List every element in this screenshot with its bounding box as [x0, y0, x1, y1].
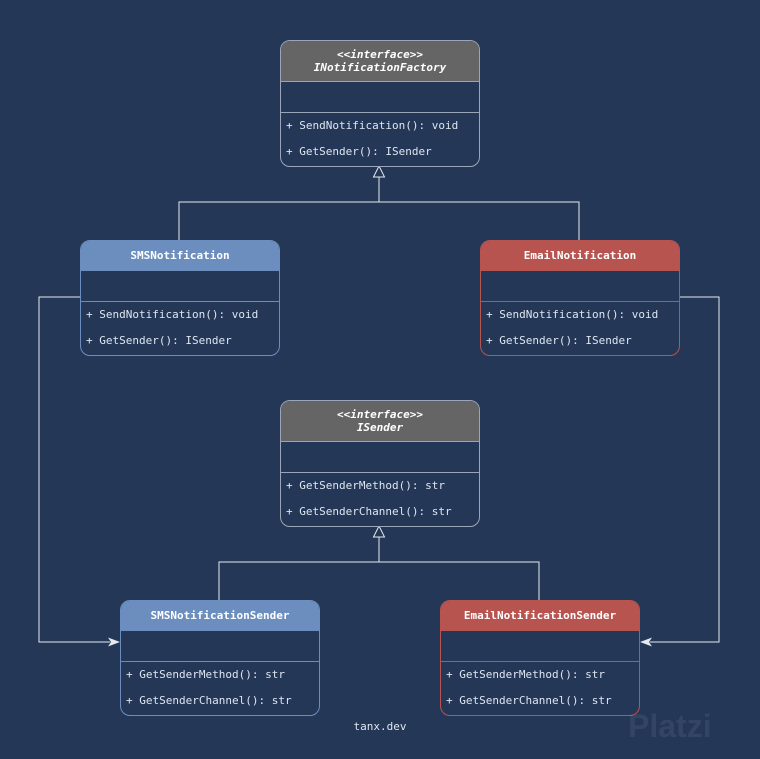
assoc-arrowhead-email [640, 637, 652, 647]
class-name: SMSNotificationSender [150, 609, 290, 622]
attributes-section [481, 271, 679, 302]
class-name: EmailNotification [523, 249, 637, 262]
class-header: EmailNotificationSender [441, 601, 639, 631]
class-header: EmailNotification [481, 241, 679, 271]
methods-section: + GetSenderMethod(): str + GetSenderChan… [441, 662, 639, 715]
assoc-arrowhead-sms [108, 637, 120, 647]
edge-sms-notification-realizes-factory [178, 177, 380, 240]
footer-credit: tanx.dev [353, 720, 407, 733]
class-inotificationfactory[interactable]: <<interface>> INotificationFactory + Sen… [280, 40, 480, 167]
method-row: + GetSenderMethod(): str [126, 668, 285, 681]
class-smsnotificationsender[interactable]: SMSNotificationSender + GetSenderMethod(… [120, 600, 320, 716]
edge-email-notification-realizes-factory [379, 201, 580, 240]
method-row: + GetSender(): ISender [486, 334, 632, 347]
attributes-section [121, 631, 319, 662]
class-header: <<interface>> ISender [281, 401, 479, 442]
stereotype-label: <<interface>> [336, 48, 424, 61]
attributes-section [281, 82, 479, 113]
class-emailnotification[interactable]: EmailNotification + SendNotification(): … [480, 240, 680, 356]
attributes-section [441, 631, 639, 662]
method-row: + GetSender(): ISender [286, 145, 432, 158]
methods-section: + GetSenderMethod(): str + GetSenderChan… [281, 473, 479, 526]
platzi-watermark: Platzi [628, 708, 712, 744]
method-row: + GetSenderChannel(): str [446, 694, 612, 707]
method-row: + SendNotification(): void [486, 308, 659, 321]
attributes-section [81, 271, 279, 302]
class-isender[interactable]: <<interface>> ISender + GetSenderMethod(… [280, 400, 480, 527]
method-row: + GetSender(): ISender [86, 334, 232, 347]
edge-sms-notification-uses-sms-sender [38, 296, 110, 643]
class-name: EmailNotificationSender [463, 609, 617, 622]
edge-email-sender-realizes-sender [379, 561, 540, 600]
methods-section: + SendNotification(): void + GetSender()… [481, 302, 679, 355]
class-name: INotificationFactory [313, 61, 447, 74]
method-row: + GetSenderChannel(): str [286, 505, 452, 518]
attributes-section [281, 442, 479, 473]
class-header: SMSNotification [81, 241, 279, 271]
methods-section: + SendNotification(): void + GetSender()… [281, 113, 479, 166]
methods-section: + SendNotification(): void + GetSender()… [81, 302, 279, 355]
stereotype-label: <<interface>> [336, 408, 424, 421]
method-row: + GetSenderChannel(): str [126, 694, 292, 707]
class-name: ISender [356, 421, 404, 434]
edge-email-notification-uses-email-sender [650, 296, 720, 643]
class-header: SMSNotificationSender [121, 601, 319, 631]
class-smsnotification[interactable]: SMSNotification + SendNotification(): vo… [80, 240, 280, 356]
method-row: + SendNotification(): void [286, 119, 459, 132]
edge-sms-sender-realizes-sender [218, 537, 380, 600]
realization-arrowhead-sender [372, 524, 386, 538]
method-row: + GetSenderMethod(): str [446, 668, 605, 681]
methods-section: + GetSenderMethod(): str + GetSenderChan… [121, 662, 319, 715]
method-row: + GetSenderMethod(): str [286, 479, 445, 492]
class-header: <<interface>> INotificationFactory [281, 41, 479, 82]
method-row: + SendNotification(): void [86, 308, 259, 321]
realization-arrowhead-factory [372, 164, 386, 178]
class-emailnotificationsender[interactable]: EmailNotificationSender + GetSenderMetho… [440, 600, 640, 716]
class-name: SMSNotification [130, 249, 230, 262]
